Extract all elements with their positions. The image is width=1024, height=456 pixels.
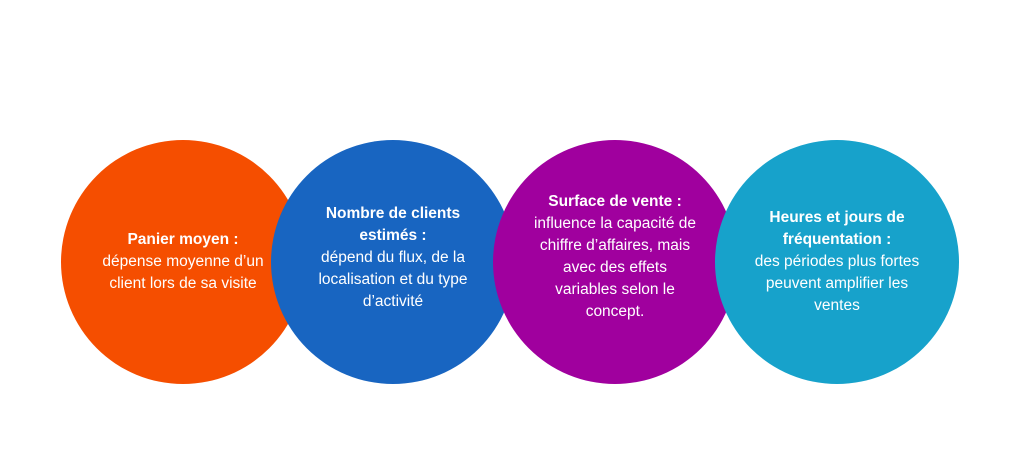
circle-heures-jours: Heures et jours de fréquentation : des p… [715,140,959,384]
circle-title: Heures et jours de fréquentation : [769,209,905,248]
circle-text: des périodes plus fortes peuvent amplifi… [754,253,920,314]
circle-title: Nombre de clients estimés : [325,205,461,244]
circle-nombre-clients: Nombre de clients estimés : dépend du fl… [271,140,515,384]
circle-title: Surface de vente : [548,193,682,210]
circle-surface-vente: Surface de vente : influence la capacité… [493,140,737,384]
circle-text: dépense moyenne d’un client lors de sa v… [102,253,264,292]
circle-text: influence la capacité de chiffre d’affai… [533,215,696,320]
circle-text: dépend du flux, de la localisation et du… [318,249,468,310]
circle-title: Panier moyen : [127,231,239,248]
circle-panier-moyen: Panier moyen : dépense moyenne d’un clie… [61,140,305,384]
